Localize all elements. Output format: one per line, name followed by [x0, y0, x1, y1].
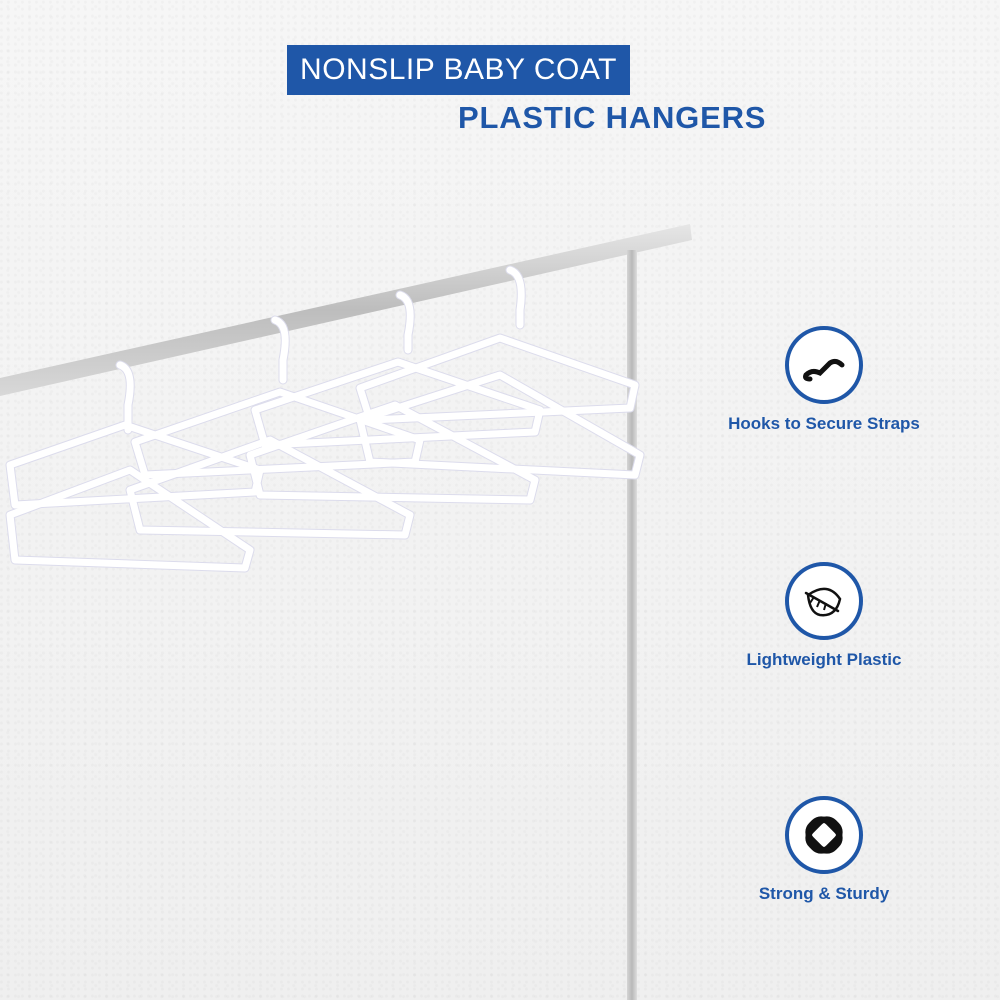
- hanger-highlight: [6, 266, 644, 572]
- feature-strong: Strong & Sturdy: [712, 796, 936, 904]
- feature-lightweight: Lightweight Plastic: [712, 562, 936, 670]
- rack-rail: [0, 224, 692, 396]
- title-text: NONSLIP BABY COAT: [300, 53, 617, 86]
- feature-label: Hooks to Secure Straps: [728, 414, 920, 433]
- title-banner: NONSLIP BABY COAT: [287, 45, 630, 95]
- feather-icon: [785, 562, 863, 640]
- feature-hooks: Hooks to Secure Straps: [712, 326, 936, 434]
- subtitle-text: PLASTIC HANGERS: [458, 100, 767, 135]
- knot-icon: [785, 796, 863, 874]
- rack-post: [627, 250, 637, 1000]
- feature-label: Strong & Sturdy: [758, 884, 890, 903]
- feature-label: Lightweight Plastic: [746, 650, 902, 669]
- hook-icon: [785, 326, 863, 404]
